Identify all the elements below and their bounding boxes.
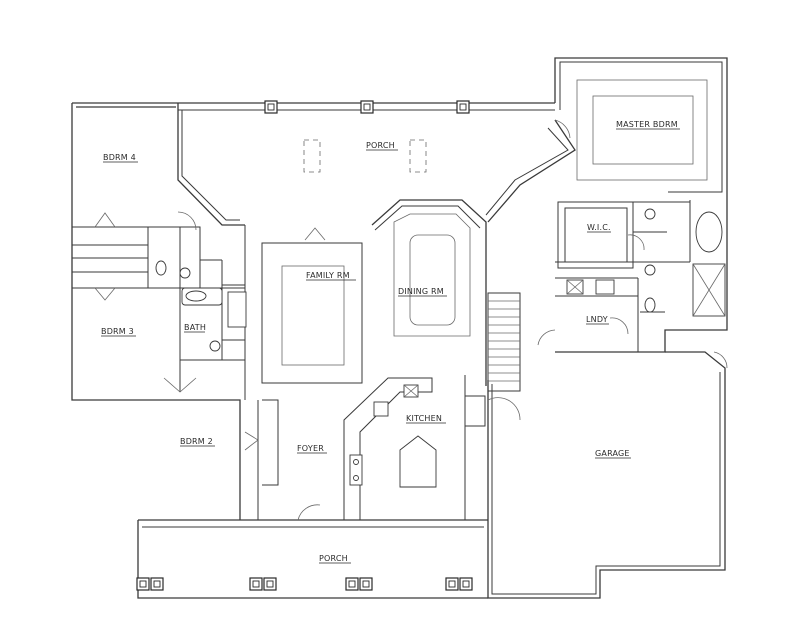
column-icon: [456, 100, 470, 114]
fixtures: [155, 208, 726, 486]
column-icon: [445, 577, 459, 591]
ceiling-outlines: [281, 79, 708, 366]
column-icon: [345, 577, 359, 591]
interior-walls: [72, 199, 691, 521]
sink-icon: [179, 267, 191, 279]
tub-icon: [695, 211, 723, 253]
column-icon: [459, 577, 473, 591]
room-label-master-bdrm: MASTER BDRM: [616, 120, 678, 129]
room-label-porch-front: PORCH: [319, 554, 348, 563]
kitchen-sink-icon: [373, 401, 389, 417]
exterior-walls: [71, 57, 728, 599]
range-icon: [349, 454, 363, 486]
column-icon: [359, 577, 373, 591]
column-icon: [360, 100, 374, 114]
column-icon: [264, 100, 278, 114]
column-icon: [150, 577, 164, 591]
porch-columns: [136, 100, 473, 591]
sink-icon: [644, 264, 656, 276]
sink-icon: [209, 340, 221, 352]
room-label-family-rm: FAMILY RM: [306, 271, 350, 280]
room-label-wic: W.I.C.: [587, 223, 611, 232]
column-icon: [263, 577, 277, 591]
room-label-kitchen: KITCHEN: [406, 414, 442, 423]
door-swings: [94, 119, 728, 521]
column-icon: [249, 577, 263, 591]
room-label-dining-rm: DINING RM: [398, 287, 444, 296]
toilet-icon: [644, 297, 656, 313]
room-label-bdrm-4: BDRM 4: [103, 153, 136, 162]
sink-icon: [644, 208, 656, 220]
stairs: [487, 292, 521, 392]
room-label-garage: GARAGE: [595, 449, 630, 458]
room-label-porch-rear: PORCH: [366, 141, 395, 150]
toilet-icon: [155, 260, 167, 276]
laundry-sink-icon: [595, 279, 615, 295]
room-label-bath: BATH: [184, 323, 206, 332]
column-icon: [136, 577, 150, 591]
room-label-bdrm-2: BDRM 2: [180, 437, 213, 446]
room-labels: PORCH BDRM 4 MASTER BDRM FAMILY RM DININ…: [101, 120, 680, 564]
room-label-bdrm-3: BDRM 3: [101, 327, 134, 336]
room-label-foyer: FOYER: [297, 444, 324, 453]
room-label-lndy: LNDY: [586, 315, 608, 324]
vanity-icon: [227, 291, 247, 328]
